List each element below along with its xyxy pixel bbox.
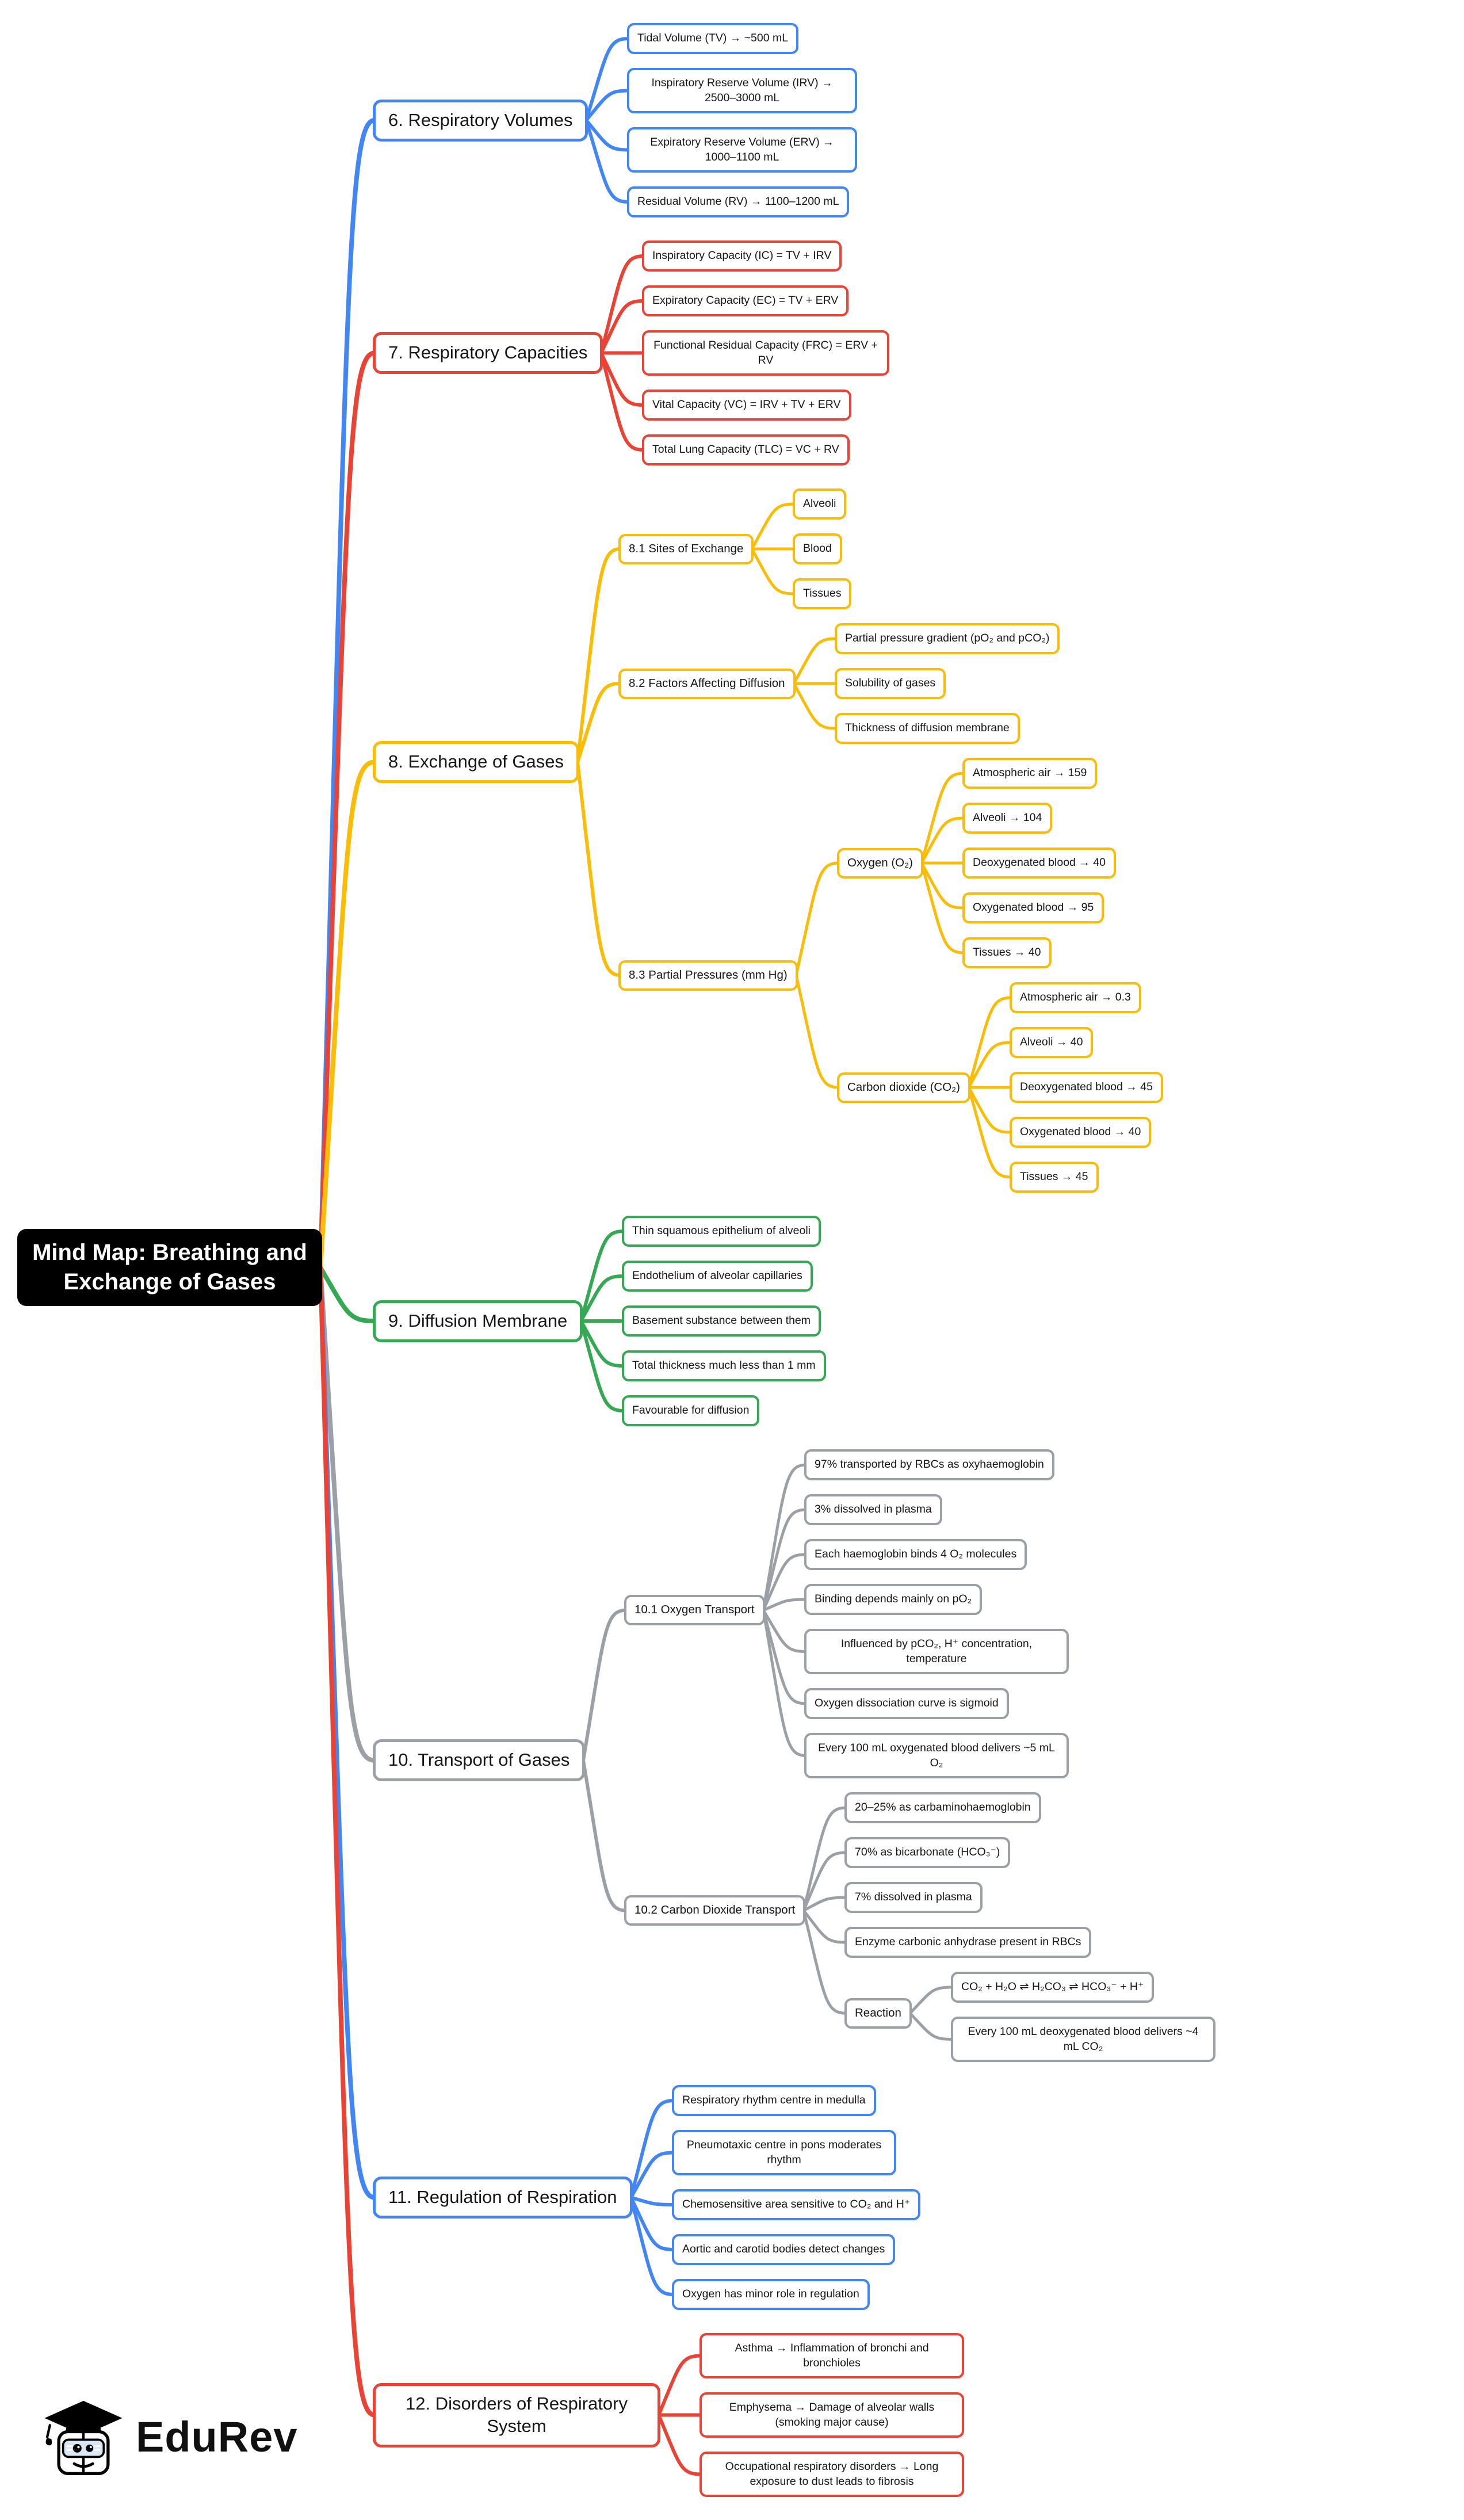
subbranch-carbon-dioxide: Carbon dioxide (CO₂) (837, 1072, 970, 1103)
leaf-co2-atmospheric-air: Atmospheric air → 0.3 (1010, 982, 1141, 1013)
leaf-expiratory-reserve-volume: Expiratory Reserve Volume (ERV) → 1000–1… (627, 127, 857, 173)
subbranch-reaction: Reaction (844, 1998, 912, 2029)
leaf-3-percent-dissolved-plasma: 3% dissolved in plasma (804, 1494, 942, 1525)
branch-transport-of-gases: 10. Transport of Gases (373, 1739, 586, 1781)
leaf-o2-tissues: Tissues → 40 (962, 937, 1052, 968)
leaf-haemoglobin-binds-4-o2: Each haemoglobin binds 4 O₂ molecules (804, 1539, 1027, 1570)
subbranch-partial-pressures: 8.3 Partial Pressures (mm Hg) (618, 960, 798, 991)
leaf-solubility-of-gases: Solubility of gases (835, 668, 946, 699)
leaf-expiratory-capacity: Expiratory Capacity (EC) = TV + ERV (642, 285, 849, 316)
leaf-deoxygenated-blood-delivers-4ml: Every 100 mL deoxygenated blood delivers… (951, 2017, 1215, 2063)
leaf-inspiratory-capacity: Inspiratory Capacity (IC) = TV + IRV (642, 240, 842, 272)
leaf-favourable-for-diffusion: Favourable for diffusion (622, 1395, 760, 1426)
leaf-20-25-carbaminohaemoglobin: 20–25% as carbaminohaemoglobin (844, 1792, 1041, 1823)
leaf-respiratory-rhythm-centre: Respiratory rhythm centre in medulla (672, 2085, 876, 2116)
leaf-dissociation-curve-sigmoid: Oxygen dissociation curve is sigmoid (804, 1688, 1009, 1719)
leaf-o2-alveoli: Alveoli → 104 (962, 803, 1053, 834)
edurev-wordmark: EduRev (136, 2412, 298, 2461)
leaf-thickness-of-diffusion-membrane: Thickness of diffusion membrane (835, 713, 1020, 744)
leaf-partial-pressure-gradient: Partial pressure gradient (pO₂ and pCO₂) (835, 623, 1060, 654)
leaf-total-thickness: Total thickness much less than 1 mm (622, 1350, 826, 1381)
leaf-vital-capacity: Vital Capacity (VC) = IRV + TV + ERV (642, 390, 851, 421)
leaf-co2-reaction-equation: CO₂ + H₂O ⇌ H₂CO₃ ⇌ HCO₃⁻ + H⁺ (951, 1972, 1155, 2003)
leaf-inspiratory-reserve-volume: Inspiratory Reserve Volume (IRV) → 2500–… (627, 68, 857, 114)
branch-disorders-respiratory-system: 12. Disorders of Respiratory System (373, 2383, 660, 2448)
branch-regulation-of-respiration: 11. Regulation of Respiration (373, 2177, 633, 2219)
leaf-residual-volume: Residual Volume (RV) → 1100–1200 mL (627, 186, 850, 217)
leaf-occupational-disorders: Occupational respiratory disorders → Lon… (699, 2452, 964, 2498)
leaf-chemosensitive-area: Chemosensitive area sensitive to CO₂ and… (672, 2189, 921, 2220)
leaf-functional-residual-capacity: Functional Residual Capacity (FRC) = ERV… (642, 330, 889, 376)
leaf-alveoli: Alveoli (793, 488, 847, 520)
leaf-asthma: Asthma → Inflammation of bronchi and bro… (699, 2333, 964, 2379)
leaf-influenced-by-pco2: Influenced by pCO₂, H⁺ concentration, te… (804, 1629, 1069, 1675)
brand-footer: EduRev (40, 2393, 298, 2480)
subbranch-oxygen: Oxygen (O₂) (837, 848, 923, 879)
leaf-7-percent-dissolved-plasma: 7% dissolved in plasma (844, 1882, 983, 1913)
branch-diffusion-membrane: 9. Diffusion Membrane (373, 1300, 583, 1342)
leaf-binding-depends-po2: Binding depends mainly on pO₂ (804, 1584, 983, 1615)
leaf-basement-substance: Basement substance between them (622, 1305, 821, 1337)
leaf-tissues: Tissues (793, 578, 852, 609)
leaf-total-lung-capacity: Total Lung Capacity (TLC) = VC + RV (642, 434, 850, 465)
branch-respiratory-volumes: 6. Respiratory Volumes (373, 100, 588, 142)
edurev-logo-icon (44, 2400, 123, 2475)
leaf-co2-oxygenated-blood: Oxygenated blood → 40 (1010, 1117, 1152, 1148)
leaf-o2-deoxygenated-blood: Deoxygenated blood → 40 (962, 847, 1116, 879)
leaf-endothelium-capillaries: Endothelium of alveolar capillaries (622, 1261, 813, 1292)
leaf-carbonic-anhydrase-rbcs: Enzyme carbonic anhydrase present in RBC… (844, 1927, 1092, 1958)
leaf-70-bicarbonate: 70% as bicarbonate (HCO₃⁻) (844, 1837, 1011, 1868)
leaf-pneumotaxic-centre: Pneumotaxic centre in pons moderates rhy… (672, 2130, 896, 2176)
subbranch-factors-affecting-diffusion: 8.2 Factors Affecting Diffusion (618, 669, 796, 699)
leaf-co2-alveoli: Alveoli → 40 (1010, 1027, 1094, 1058)
leaf-co2-tissues: Tissues → 45 (1010, 1162, 1099, 1193)
leaf-aortic-carotid-bodies: Aortic and carotid bodies detect changes (672, 2234, 896, 2265)
branch-respiratory-capacities: 7. Respiratory Capacities (373, 332, 603, 374)
branch-exchange-of-gases: 8. Exchange of Gases (373, 741, 580, 783)
leaf-emphysema: Emphysema → Damage of alveolar walls (sm… (699, 2392, 964, 2438)
subbranch-sites-of-exchange: 8.1 Sites of Exchange (618, 534, 754, 564)
leaf-97-percent-oxyhaemoglobin: 97% transported by RBCs as oxyhaemoglobi… (804, 1449, 1054, 1480)
leaf-thin-squamous-epithelium: Thin squamous epithelium of alveoli (622, 1216, 821, 1247)
leaf-oxygenated-blood-delivers-5ml: Every 100 mL oxygenated blood delivers ~… (804, 1733, 1069, 1779)
root-node: Mind Map: Breathing and Exchange of Gase… (17, 1229, 322, 1307)
leaf-o2-atmospheric-air: Atmospheric air → 159 (962, 758, 1098, 789)
leaf-blood: Blood (793, 533, 842, 564)
leaf-oxygen-minor-role: Oxygen has minor role in regulation (672, 2279, 870, 2310)
leaf-tidal-volume: Tidal Volume (TV) → ~500 mL (627, 23, 799, 54)
leaf-co2-deoxygenated-blood: Deoxygenated blood → 45 (1010, 1072, 1163, 1103)
subbranch-oxygen-transport: 10.1 Oxygen Transport (624, 1595, 765, 1625)
subbranch-carbon-dioxide-transport: 10.2 Carbon Dioxide Transport (624, 1895, 806, 1926)
leaf-o2-oxygenated-blood: Oxygenated blood → 95 (962, 892, 1104, 923)
